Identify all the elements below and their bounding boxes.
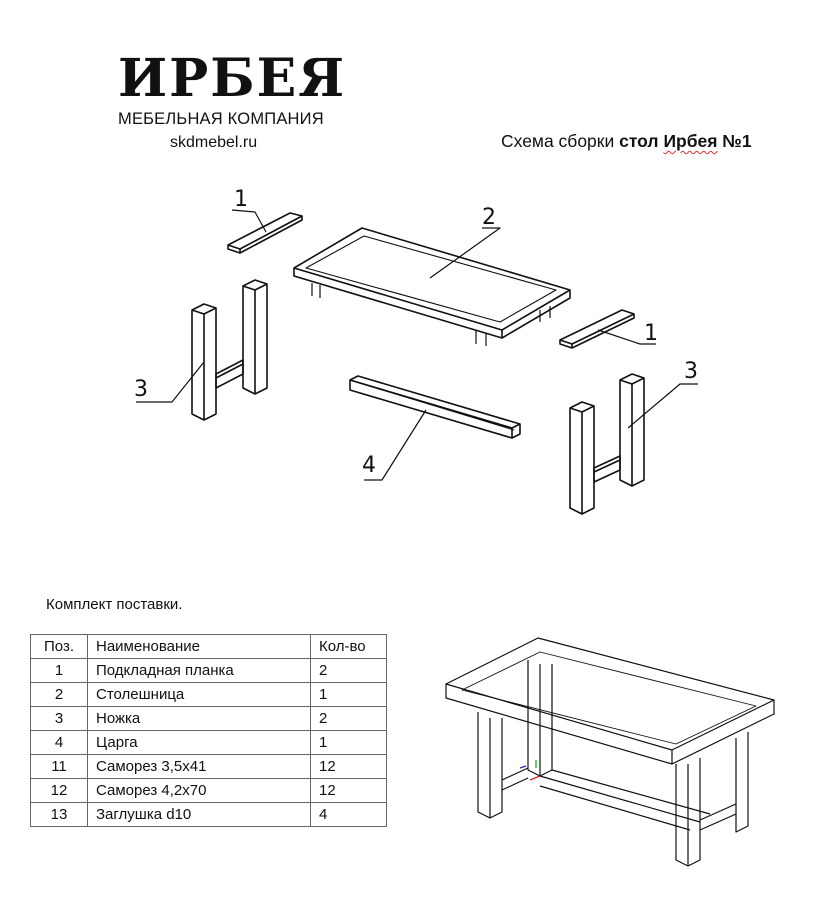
cell-quantity: 2 bbox=[310, 706, 387, 731]
title-prefix: Схема сборки bbox=[501, 131, 615, 151]
part-3-right-leg bbox=[569, 373, 645, 515]
cell-quantity: 1 bbox=[310, 730, 387, 755]
cell-name: Заглушка d10 bbox=[87, 802, 311, 827]
cell-name: Столешница bbox=[87, 682, 311, 707]
cell-quantity: 1 bbox=[310, 682, 387, 707]
title-product-number: №1 bbox=[722, 131, 752, 151]
table-header-row: Поз. Наименование Кол-во bbox=[30, 634, 387, 659]
leader-1-right bbox=[597, 329, 656, 345]
cell-quantity: 12 bbox=[310, 754, 387, 779]
cell-position: 1 bbox=[30, 658, 88, 683]
column-header-name: Наименование bbox=[87, 634, 311, 659]
title-product-type: стол bbox=[619, 131, 659, 151]
assembled-table-view bbox=[445, 637, 775, 867]
cell-position: 3 bbox=[30, 706, 88, 731]
part-4-rail bbox=[349, 375, 521, 439]
cell-name: Подкладная планка bbox=[87, 658, 311, 683]
company-name: МЕБЕЛЬНАЯ КОМПАНИЯ bbox=[118, 110, 324, 128]
cell-quantity: 2 bbox=[310, 658, 387, 683]
cell-name: Ножка bbox=[87, 706, 311, 731]
label-part-3-left: 3 bbox=[134, 377, 148, 402]
website-link[interactable]: skdmebel.ru bbox=[170, 134, 258, 151]
kit-heading: Комплект поставки. bbox=[46, 596, 183, 613]
cell-quantity: 12 bbox=[310, 778, 387, 803]
label-part-2: 2 bbox=[482, 205, 496, 230]
leader-4 bbox=[364, 409, 427, 481]
cell-position: 11 bbox=[30, 754, 88, 779]
column-header-quantity: Кол-во bbox=[310, 634, 387, 659]
cell-position: 2 bbox=[30, 682, 88, 707]
leader-2 bbox=[429, 227, 501, 279]
title-product-name: Ирбея bbox=[663, 131, 718, 151]
part-3-left-leg bbox=[191, 279, 268, 421]
label-part-4: 4 bbox=[362, 453, 376, 478]
cell-quantity: 4 bbox=[310, 802, 387, 827]
cell-position: 4 bbox=[30, 730, 88, 755]
leader-3-right bbox=[627, 383, 698, 429]
part-1-right-plate bbox=[559, 309, 635, 349]
leader-3-left bbox=[136, 361, 205, 403]
page-title: Схема сборки стол Ирбея №1 bbox=[501, 131, 752, 152]
cell-name: Царга bbox=[87, 730, 311, 755]
brand-logo: ИРБЕЯ bbox=[118, 48, 347, 109]
part-1-left-plate bbox=[227, 212, 303, 254]
part-2-tabletop bbox=[293, 227, 571, 346]
cell-name: Саморез 3,5x41 bbox=[87, 754, 311, 779]
cell-position: 12 bbox=[30, 778, 88, 803]
label-part-1-right: 1 bbox=[644, 321, 658, 346]
column-header-position: Поз. bbox=[30, 634, 88, 659]
cell-position: 13 bbox=[30, 802, 88, 827]
label-part-1-left: 1 bbox=[234, 187, 248, 212]
cell-name: Саморез 4,2x70 bbox=[87, 778, 311, 803]
label-part-3-right: 3 bbox=[684, 359, 698, 384]
leader-1-left bbox=[231, 209, 267, 233]
